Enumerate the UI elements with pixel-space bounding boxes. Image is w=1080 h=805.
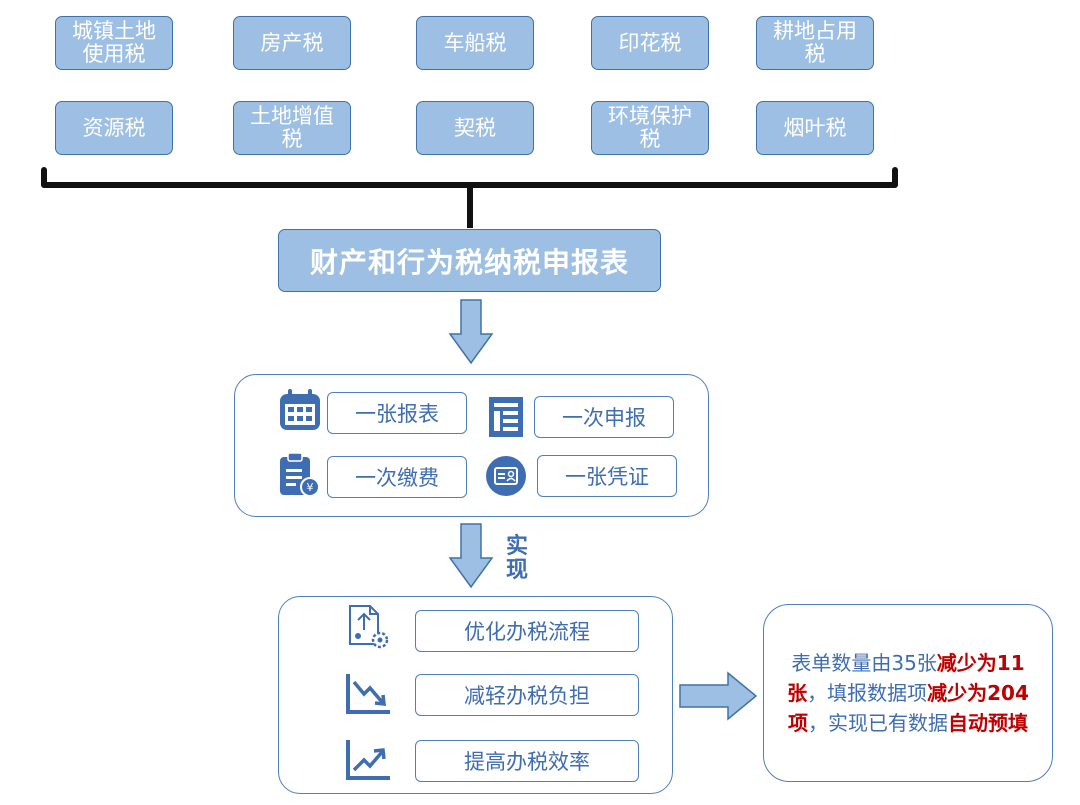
tax-box-tobacco: 烟叶税 [756,101,874,155]
tax-box-property: 房产税 [233,16,351,70]
calendar-icon [280,389,320,430]
tax-box-resource: 资源税 [55,101,173,155]
trend-up-icon [346,740,390,780]
svg-text:¥: ¥ [307,481,314,494]
down-arrow-icon [448,299,494,365]
right-arrow-icon [679,671,758,721]
feature-one-payment: 一次缴费 [327,456,467,498]
main-title-box: 财产和行为税纳税申报表 [278,229,661,292]
tax-box-farmland: 耕地占用税 [756,16,874,70]
result-text: 表单数量由35张减少为11张，填报数据项减少为204项，实现已有数据自动预填 [787,651,1029,735]
benefit-optimize-process: 优化办税流程 [415,610,639,652]
document-icon [489,397,523,437]
tax-box-vehicle-vessel: 车船税 [416,16,534,70]
feature-one-form: 一张报表 [327,392,467,434]
tax-box-urban-land-use: 城镇土地使用税 [55,16,173,70]
feature-one-certificate: 一张凭证 [537,455,677,497]
tax-box-deed: 契税 [416,101,534,155]
id-card-icon [486,456,526,496]
tax-box-land-value: 土地增值税 [233,101,351,155]
down-arrow-icon [448,523,494,589]
process-gear-icon [349,605,389,649]
tax-box-environment: 环境保护税 [591,101,709,155]
trend-down-icon [346,674,390,714]
tax-box-stamp: 印花税 [591,16,709,70]
result-box: 表单数量由35张减少为11张，填报数据项减少为204项，实现已有数据自动预填 [763,604,1053,782]
benefit-improve-efficiency: 提高办税效率 [415,740,639,782]
benefit-reduce-burden: 减轻办税负担 [415,674,639,716]
feature-one-declaration: 一次申报 [534,396,674,438]
clipboard-payment-icon: ¥ [280,452,320,497]
realize-label: 实现 [505,534,528,583]
